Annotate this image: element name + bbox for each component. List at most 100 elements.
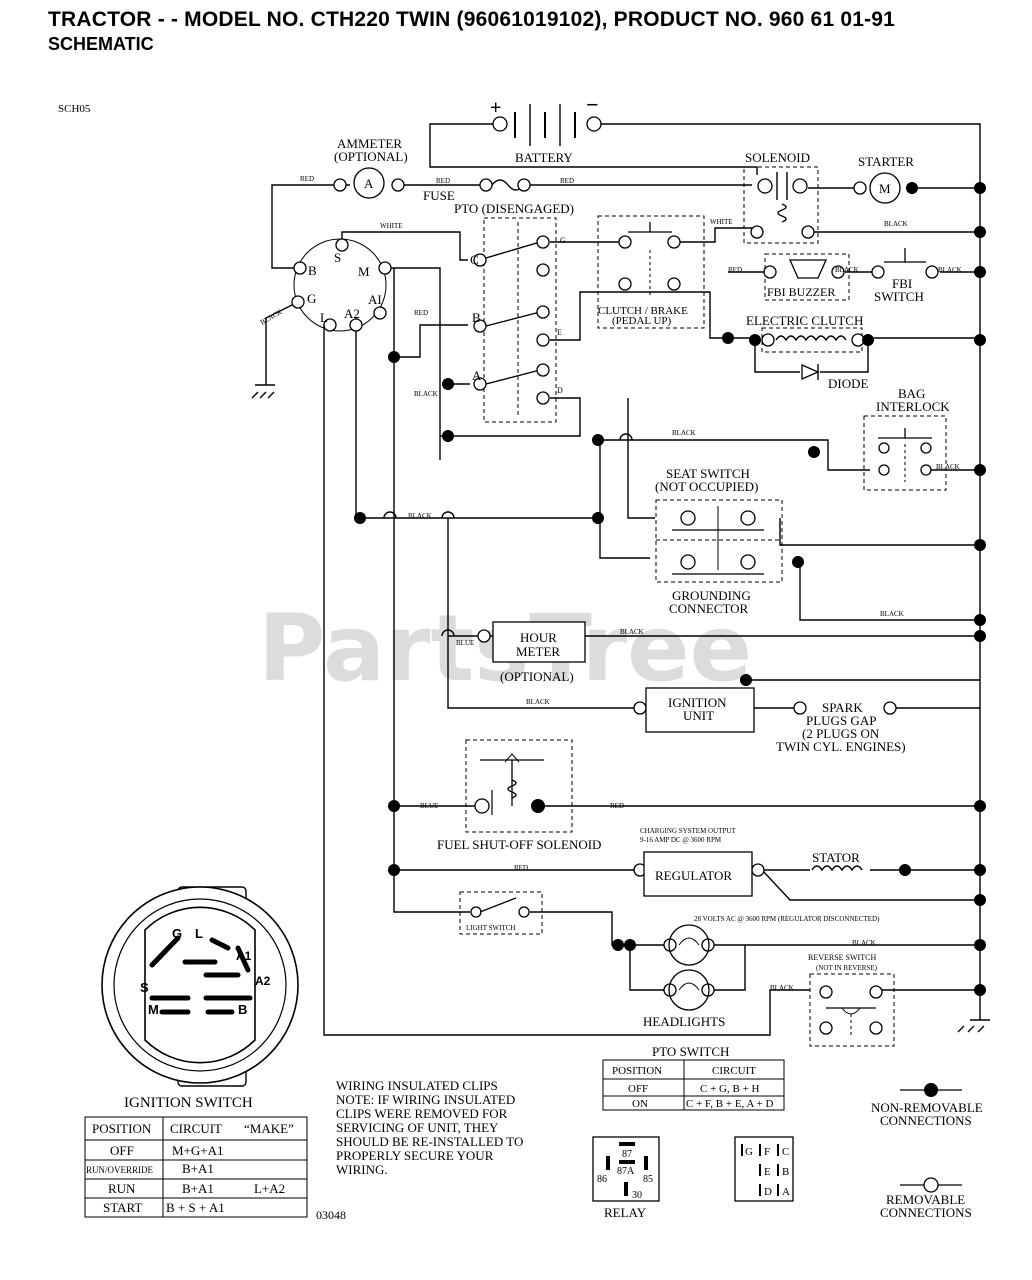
svg-text:C + G, B + H: C + G, B + H xyxy=(700,1083,760,1095)
svg-text:HEADLIGHTS: HEADLIGHTS xyxy=(643,1014,725,1029)
svg-text:RED: RED xyxy=(560,177,574,185)
svg-text:D: D xyxy=(557,386,563,395)
seat-switch: SEAT SWITCH (NOT OCCUPIED) GROUNDING CON… xyxy=(655,466,783,616)
svg-text:C: C xyxy=(782,1146,789,1158)
svg-text:B: B xyxy=(782,1166,789,1178)
svg-text:BLACK: BLACK xyxy=(414,390,438,398)
svg-text:RED: RED xyxy=(300,175,314,183)
svg-text:E: E xyxy=(764,1166,771,1178)
svg-text:G: G xyxy=(560,236,566,245)
svg-text:GROUNDING: GROUNDING xyxy=(672,588,751,603)
fbi-switch: FBI SWITCH xyxy=(871,248,939,304)
svg-text:TWIN CYL. ENGINES): TWIN CYL. ENGINES) xyxy=(776,739,906,754)
svg-text:86: 86 xyxy=(597,1174,607,1185)
svg-text:WHITE: WHITE xyxy=(380,222,403,230)
document-number: 03048 xyxy=(316,1208,346,1222)
svg-text:BLACK: BLACK xyxy=(936,463,960,471)
svg-text:M+G+A1: M+G+A1 xyxy=(172,1143,224,1158)
svg-text:28 VOLTS AC @ 3600 RPM (REGULA: 28 VOLTS AC @ 3600 RPM (REGULATOR DISCON… xyxy=(694,915,880,923)
svg-text:WHITE: WHITE xyxy=(710,218,733,226)
svg-text:BLACK: BLACK xyxy=(884,220,908,228)
svg-text:BLACK: BLACK xyxy=(938,266,962,274)
svg-text:G: G xyxy=(172,926,182,941)
stator: STATOR 28 VOLTS AC @ 3600 RPM (REGULATOR… xyxy=(694,850,880,923)
svg-text:(PEDAL UP): (PEDAL UP) xyxy=(612,315,672,327)
regulator: REGULATOR CHARGING SYSTEM OUTPUT 9-16 AM… xyxy=(633,827,765,897)
svg-text:FBI: FBI xyxy=(892,276,912,291)
svg-text:NON-REMOVABLE: NON-REMOVABLE xyxy=(871,1100,983,1115)
reverse-switch: REVERSE SWITCH (NOT IN REVERSE) xyxy=(808,953,895,1047)
svg-text:CONNECTIONS: CONNECTIONS xyxy=(880,1205,972,1220)
svg-text:C: C xyxy=(470,252,479,267)
svg-text:LIGHT SWITCH: LIGHT SWITCH xyxy=(466,924,515,932)
svg-text:CLIPS WERE REMOVED FOR: CLIPS WERE REMOVED FOR xyxy=(336,1106,508,1121)
svg-text:BLACK: BLACK xyxy=(852,939,876,947)
svg-text:G: G xyxy=(745,1146,753,1158)
svg-text:9-16 AMP DC @ 3600 RPM: 9-16 AMP DC @ 3600 RPM xyxy=(640,836,722,844)
svg-text:INTERLOCK: INTERLOCK xyxy=(876,399,950,414)
pto-plug-diagram: G F C E B D A xyxy=(734,1136,794,1202)
svg-text:CHARGING SYSTEM OUTPUT: CHARGING SYSTEM OUTPUT xyxy=(640,827,736,835)
fuel-shutoff-solenoid: FUEL SHUT-OFF SOLENOID xyxy=(437,739,601,852)
svg-text:G: G xyxy=(307,291,316,306)
svg-text:SPARK: SPARK xyxy=(822,700,863,715)
svg-text:BAG: BAG xyxy=(898,386,925,401)
ignition-switch-schematic: B S M G L A2 AI xyxy=(291,238,392,332)
svg-text:M: M xyxy=(879,181,891,196)
svg-text:REGULATOR: REGULATOR xyxy=(655,868,732,883)
svg-text:ON: ON xyxy=(632,1098,648,1110)
svg-text:UNIT: UNIT xyxy=(683,708,714,723)
svg-text:RUN: RUN xyxy=(108,1181,136,1196)
starter-motor: M STARTER xyxy=(853,154,914,204)
ammeter: A AMMETER (OPTIONAL) xyxy=(333,136,408,199)
svg-text:RUN/OVERRIDE: RUN/OVERRIDE xyxy=(86,1165,154,1175)
electric-clutch: ELECTRIC CLUTCH xyxy=(746,313,865,353)
svg-text:SOLENOID: SOLENOID xyxy=(745,150,810,165)
svg-text:POSITION: POSITION xyxy=(612,1065,662,1077)
svg-text:L: L xyxy=(320,310,328,325)
battery-label: BATTERY xyxy=(515,150,573,165)
battery-plus: + xyxy=(490,97,501,119)
fuse: FUSE xyxy=(423,178,531,203)
svg-text:SEAT SWITCH: SEAT SWITCH xyxy=(666,466,750,481)
wiring-note: WIRING INSULATED CLIPS NOTE: IF WIRING I… xyxy=(336,1078,523,1177)
svg-text:L: L xyxy=(195,926,203,941)
diode: DIODE xyxy=(801,364,868,391)
svg-text:PROPERLY SECURE YOUR: PROPERLY SECURE YOUR xyxy=(336,1148,494,1163)
legend: NON-REMOVABLE CONNECTIONS REMOVABLE CONN… xyxy=(871,1083,983,1220)
svg-text:RED: RED xyxy=(728,266,742,274)
svg-text:A2: A2 xyxy=(255,974,271,988)
svg-text:87A: 87A xyxy=(617,1166,635,1177)
svg-text:A: A xyxy=(364,176,374,191)
svg-text:DIODE: DIODE xyxy=(828,376,868,391)
page-header: TRACTOR - - MODEL NO. CTH220 TWIN (96061… xyxy=(48,8,895,55)
svg-text:SHOULD BE RE-INSTALLED TO: SHOULD BE RE-INSTALLED TO xyxy=(336,1134,523,1149)
schematic-ref: SCH05 xyxy=(58,103,91,115)
svg-text:BLACK: BLACK xyxy=(526,698,550,706)
ignition-table: POSITION CIRCUIT “MAKE” OFF M+G+A1 RUN/O… xyxy=(84,1116,308,1218)
svg-text:85: 85 xyxy=(643,1174,653,1185)
svg-text:CONNECTOR: CONNECTOR xyxy=(669,601,749,616)
svg-text:REMOVABLE: REMOVABLE xyxy=(886,1192,965,1207)
battery: + − BATTERY xyxy=(490,92,602,165)
svg-text:FUEL SHUT-OFF SOLENOID: FUEL SHUT-OFF SOLENOID xyxy=(437,837,601,852)
pto-switch: C B A G E D PTO (DISENGAGED) xyxy=(454,201,574,423)
svg-text:SERVICING OF UNIT, THEY: SERVICING OF UNIT, THEY xyxy=(336,1120,499,1135)
svg-text:RED: RED xyxy=(414,309,428,317)
svg-text:S: S xyxy=(334,250,341,265)
svg-text:CIRCUIT: CIRCUIT xyxy=(170,1121,222,1136)
svg-text:E: E xyxy=(557,328,562,337)
svg-text:BLACK: BLACK xyxy=(259,308,284,327)
svg-text:SWITCH: SWITCH xyxy=(874,289,924,304)
pto-switch-table: PTO SWITCH POSITION CIRCUIT OFF C + G, B… xyxy=(602,1044,785,1111)
svg-text:FBI BUZZER: FBI BUZZER xyxy=(767,285,835,299)
solenoid: SOLENOID xyxy=(743,150,819,244)
svg-text:B + S + A1: B + S + A1 xyxy=(166,1200,225,1215)
svg-text:PTO (DISENGAGED): PTO (DISENGAGED) xyxy=(454,201,574,216)
svg-text:(NOT OCCUPIED): (NOT OCCUPIED) xyxy=(655,479,758,494)
svg-text:CONNECTIONS: CONNECTIONS xyxy=(880,1113,972,1128)
svg-text:A: A xyxy=(472,368,482,383)
ignition-unit: IGNITION UNIT SPARK PLUGS GAP (2 PLUGS O… xyxy=(633,687,906,754)
page-title: TRACTOR - - MODEL NO. CTH220 TWIN (96061… xyxy=(48,8,896,31)
